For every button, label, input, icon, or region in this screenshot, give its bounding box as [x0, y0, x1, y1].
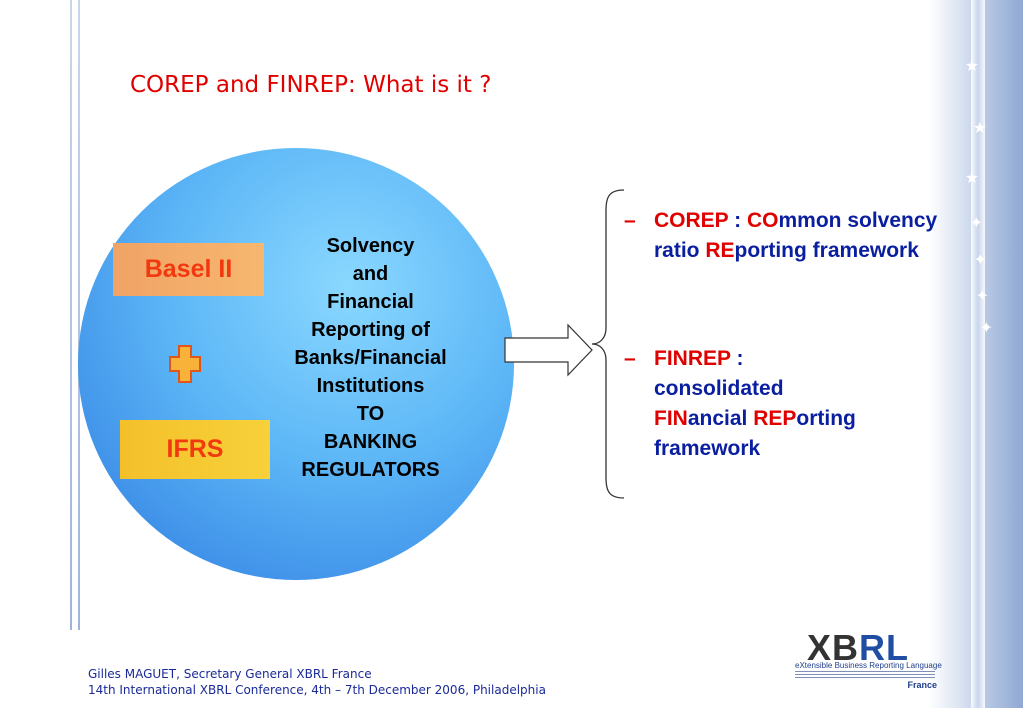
- star-icon: ★: [972, 118, 987, 137]
- logo-letters: XB: [807, 627, 860, 668]
- footer: Gilles MAGUET, Secretary General XBRL Fr…: [88, 666, 546, 698]
- footer-author: Gilles MAGUET, Secretary General XBRL Fr…: [88, 667, 372, 681]
- circle-line: Institutions: [316, 375, 425, 397]
- corep-name: COREP: [654, 209, 729, 232]
- basel-ii-box: Basel II: [113, 243, 264, 296]
- footer-conference: 14th International XBRL Conference, 4th …: [88, 683, 546, 697]
- bullet-dash: –: [624, 347, 636, 370]
- slide-title: COREP and FINREP: What is it ?: [130, 72, 492, 98]
- bullet-finrep: – FINREP : consolidated FINancial REPort…: [624, 344, 924, 464]
- arrow-icon: [504, 323, 593, 377]
- bullet-dash: –: [624, 209, 636, 232]
- circle-line: Solvency: [326, 235, 415, 257]
- star-icon: ✦: [969, 213, 983, 232]
- scope-circle: [78, 148, 514, 580]
- finrep-highlight: REP: [753, 407, 797, 430]
- corep-text: porting framework: [734, 239, 919, 262]
- finrep-separator: :: [730, 347, 744, 370]
- star-icon: ✦: [973, 250, 987, 269]
- corep-highlight: CO: [746, 209, 779, 232]
- corep-separator: :: [728, 209, 747, 232]
- ifrs-box: IFRS: [120, 420, 270, 479]
- star-icon: ✦: [979, 318, 993, 337]
- xbrl-france-logo: XBRL eXtensible Business Reporting Langu…: [795, 627, 945, 691]
- finrep-text: consolidated: [654, 377, 784, 400]
- circle-line: REGULATORS: [301, 459, 440, 481]
- circle-line: TO: [356, 403, 385, 425]
- circle-line: Banks/Financial: [294, 347, 447, 369]
- decorative-line: [70, 0, 72, 630]
- curly-brace: [591, 189, 625, 499]
- star-icon: ✦: [975, 286, 989, 305]
- circle-line: Financial: [327, 291, 414, 313]
- finrep-text: ancial: [687, 407, 754, 430]
- plus-icon: [169, 345, 201, 383]
- finrep-highlight: FIN: [654, 407, 688, 430]
- corep-text: mmon solvency ratio: [654, 209, 938, 262]
- decorative-band-stripe: [971, 0, 985, 708]
- circle-text: Solvency and Financial Reporting of Bank…: [268, 232, 473, 484]
- circle-line: BANKING: [323, 431, 418, 453]
- star-icon: ★: [964, 168, 979, 187]
- logo-country: France: [907, 680, 937, 690]
- circle-line: Reporting of: [311, 319, 430, 341]
- logo-lines: [795, 671, 935, 679]
- xbrl-wordmark: XBRL: [807, 627, 909, 669]
- circle-line: and: [352, 263, 389, 285]
- bullet-corep: – COREP : COmmon solvency ratio REportin…: [624, 206, 944, 266]
- corep-highlight: RE: [705, 239, 735, 262]
- decorative-line: [78, 0, 80, 630]
- finrep-name: FINREP: [654, 347, 731, 370]
- logo-tagline: eXtensible Business Reporting Language: [795, 661, 942, 670]
- finrep-text: orting framework: [654, 407, 856, 460]
- star-icon: ★: [964, 56, 979, 75]
- logo-letters: RL: [859, 627, 910, 668]
